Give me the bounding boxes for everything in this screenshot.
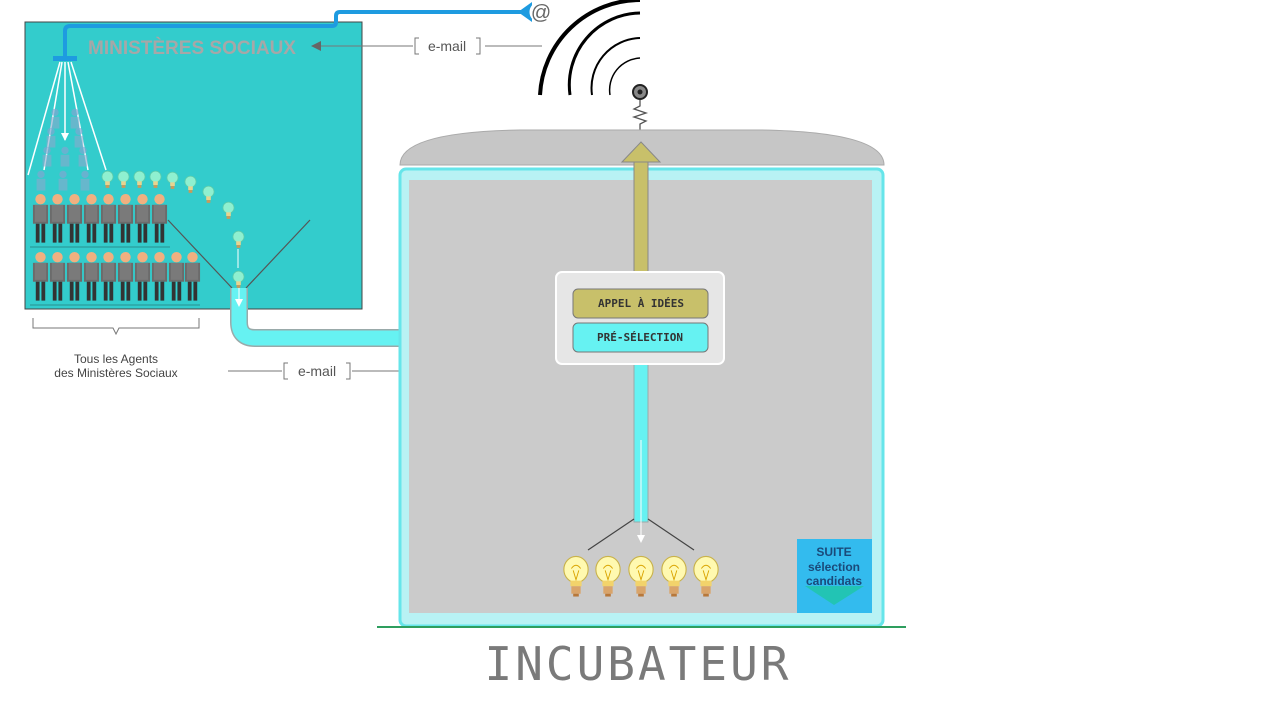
agents-bracket <box>32 318 200 336</box>
suite-arrow-icon <box>805 586 864 605</box>
email-bottom-label: e-mail <box>298 363 336 379</box>
suite-line2: sélection <box>808 560 860 574</box>
antenna-icon <box>538 0 649 130</box>
suite-line3: candidats <box>806 574 862 588</box>
at-symbol: @ <box>531 2 551 24</box>
email-top-label: e-mail <box>428 38 466 54</box>
shower-head <box>53 56 77 61</box>
suite-line1: SUITE <box>816 545 851 559</box>
split-line <box>587 518 635 551</box>
box-preselection-label: PRÉ-SÉLECTION <box>597 331 683 344</box>
at-icon <box>518 1 551 23</box>
box-appel-label: APPEL À IDÉES <box>598 297 684 310</box>
agents-caption-line2: des Ministères Sociaux <box>54 366 177 380</box>
email-cable <box>63 10 530 58</box>
incubateur-title: INCUBATEUR <box>485 637 792 691</box>
ministeres-title: MINISTÈRES SOCIAUX <box>88 37 296 59</box>
split-line <box>647 518 695 551</box>
agents-caption-line1: Tous les Agents <box>74 352 158 366</box>
funnel <box>167 219 311 289</box>
box-appel <box>572 288 709 319</box>
box-preselection <box>572 322 709 353</box>
